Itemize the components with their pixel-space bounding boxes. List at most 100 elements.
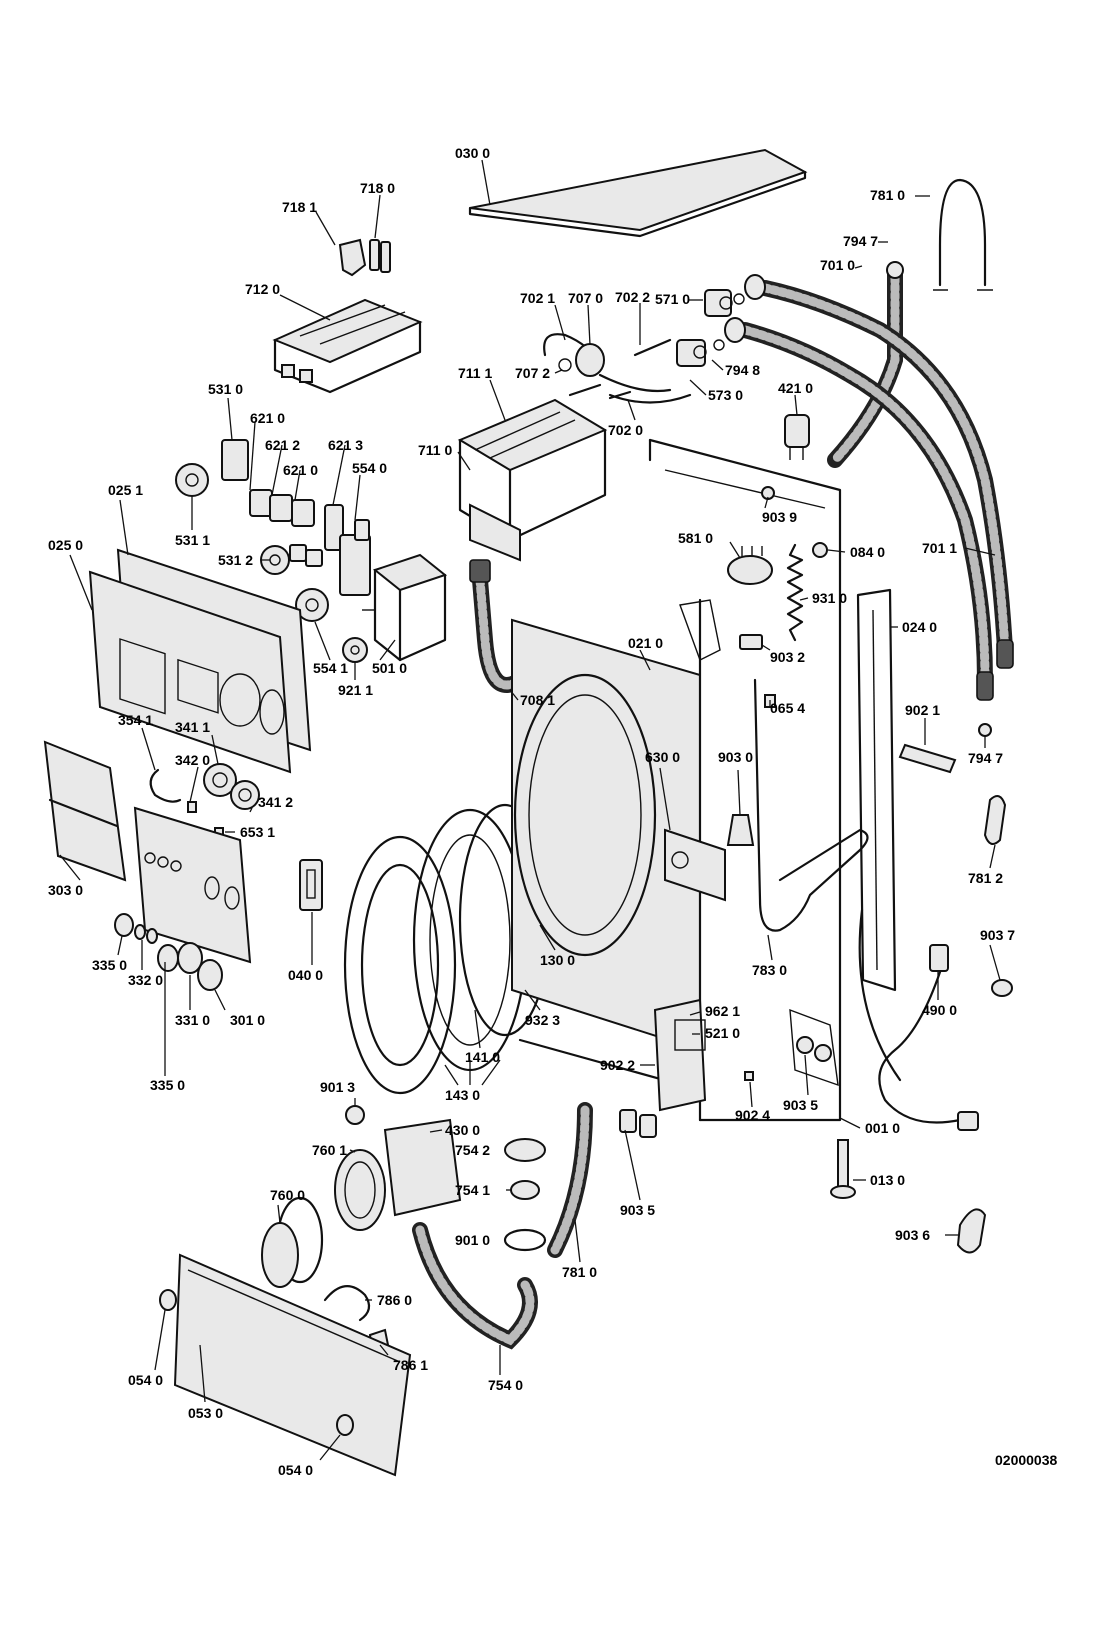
inlet-hoses-part: [724, 274, 1014, 701]
front-panel-part: [511, 618, 701, 1052]
part-label-711-0: 711 0: [418, 442, 452, 458]
part-label-573-0: 573 0: [708, 387, 743, 403]
part-label-054-0-right: 054 0: [278, 1462, 313, 1478]
mains-cable-part: [858, 908, 979, 1131]
door-lock-part: [299, 859, 323, 911]
electronic-module-part: [653, 998, 754, 1112]
part-label-707-0: 707 0: [568, 290, 603, 306]
part-label-921-1: 921 1: [338, 682, 373, 698]
drawing-number: 02000038: [995, 1452, 1058, 1468]
part-label-531-0: 531 0: [208, 381, 243, 397]
drawer-front-part: [43, 740, 127, 882]
fascia-knobs-part: [149, 763, 260, 837]
part-label-781-0-bottom: 781 0: [562, 1264, 597, 1280]
part-label-702-2: 702 2: [615, 289, 650, 305]
hose-hook-part: [933, 178, 993, 291]
part-label-501-0: 501 0: [372, 660, 407, 676]
capacitor-part: [784, 414, 810, 460]
panel-knobs-part: [114, 913, 223, 991]
top-cover-part: [468, 148, 808, 238]
detergent-clip-parts: [338, 238, 391, 277]
part-label-335-0-b: 335 0: [150, 1077, 185, 1093]
part-label-531-1: 531 1: [175, 532, 210, 548]
inlet-tubes-part: [543, 333, 692, 404]
part-label-581-0: 581 0: [678, 530, 713, 546]
part-label-903-6: 903 6: [895, 1227, 930, 1243]
part-label-754-2: 754 2: [455, 1142, 490, 1158]
pressure-switch-part: [727, 546, 773, 585]
part-label-932-3: 932 3: [525, 1012, 560, 1028]
part-label-430-0: 430 0: [445, 1122, 480, 1138]
part-label-303-0: 303 0: [48, 882, 83, 898]
part-label-013-0: 013 0: [870, 1172, 905, 1188]
suspension-spring-part: [739, 486, 828, 708]
part-label-760-1: 760 1: [312, 1142, 347, 1158]
part-label-701-0: 701 0: [820, 257, 855, 273]
heater-element-part: [679, 599, 869, 932]
part-label-621-0-a: 621 0: [250, 410, 285, 426]
inlet-valves-part: [676, 289, 745, 367]
part-label-571-0: 571 0: [655, 291, 690, 307]
part-label-708-1: 708 1: [520, 692, 555, 708]
part-label-794-8: 794 8: [725, 362, 760, 378]
part-label-903-5-right: 903 5: [783, 1097, 818, 1113]
programme-timer-part: [362, 553, 448, 662]
part-label-354-1: 354 1: [118, 712, 153, 728]
part-label-701-1: 701 1: [922, 540, 957, 556]
part-label-065-4: 065 4: [770, 700, 805, 716]
detergent-drawer-part: [272, 298, 423, 394]
part-label-025-0: 025 0: [48, 537, 83, 553]
part-label-754-0: 754 0: [488, 1377, 523, 1393]
cable-clip-part: [956, 1208, 987, 1254]
part-label-754-1: 754 1: [455, 1182, 490, 1198]
part-label-786-0: 786 0: [377, 1292, 412, 1308]
part-label-781-0-top: 781 0: [870, 187, 905, 203]
part-label-341-2: 341 2: [258, 794, 293, 810]
part-label-531-2: 531 2: [218, 552, 253, 568]
part-label-903-7: 903 7: [980, 927, 1015, 943]
part-label-903-2: 903 2: [770, 649, 805, 665]
part-label-901-3: 901 3: [320, 1079, 355, 1095]
leader-lines: [59, 159, 1001, 1461]
part-labels: 030 0 781 0 794 7 701 0 718 1 718 0 712 …: [48, 145, 1015, 1478]
part-label-084-0: 084 0: [850, 544, 885, 560]
part-label-621-2: 621 2: [265, 437, 300, 453]
thermostat-part: [664, 814, 755, 902]
part-label-335-0-a: 335 0: [92, 957, 127, 973]
part-label-141-0: 141 0: [465, 1049, 500, 1065]
part-label-040-0: 040 0: [288, 967, 323, 983]
part-label-630-0: 630 0: [645, 749, 680, 765]
part-label-962-1: 962 1: [705, 1003, 740, 1019]
part-label-902-4: 902 4: [735, 1107, 770, 1123]
part-label-718-1: 718 1: [282, 199, 317, 215]
part-label-554-1: 554 1: [313, 660, 348, 676]
part-label-707-2: 707 2: [515, 365, 550, 381]
fascia-frame-part: [88, 548, 312, 774]
part-label-702-1: 702 1: [520, 290, 555, 306]
part-label-653-1: 653 1: [240, 824, 275, 840]
control-switches-part: [221, 439, 371, 596]
part-label-130-0: 130 0: [540, 952, 575, 968]
plinth-panel-part: [159, 1253, 412, 1477]
part-label-331-0: 331 0: [175, 1012, 210, 1028]
part-label-053-0: 053 0: [188, 1405, 223, 1421]
part-label-903-9: 903 9: [762, 509, 797, 525]
part-label-001-0: 001 0: [865, 1120, 900, 1136]
part-label-024-0: 024 0: [902, 619, 937, 635]
part-label-421-0: 421 0: [778, 380, 813, 396]
drain-hose-part: [827, 261, 904, 468]
mounting-bracket-part: [789, 1008, 839, 1087]
part-label-902-2: 902 2: [600, 1057, 635, 1073]
part-label-342-0: 342 0: [175, 752, 210, 768]
part-label-718-0: 718 0: [360, 180, 395, 196]
part-label-554-0: 554 0: [352, 460, 387, 476]
part-label-783-0: 783 0: [752, 962, 787, 978]
part-label-712-0: 712 0: [245, 281, 280, 297]
part-label-301-0: 301 0: [230, 1012, 265, 1028]
part-label-030-0: 030 0: [455, 145, 490, 161]
part-label-021-0: 021 0: [628, 635, 663, 651]
part-label-711-1: 711 1: [458, 365, 492, 381]
part-label-903-5-bottom: 903 5: [620, 1202, 655, 1218]
right-side-small-parts: [898, 723, 1013, 997]
part-label-521-0: 521 0: [705, 1025, 740, 1041]
